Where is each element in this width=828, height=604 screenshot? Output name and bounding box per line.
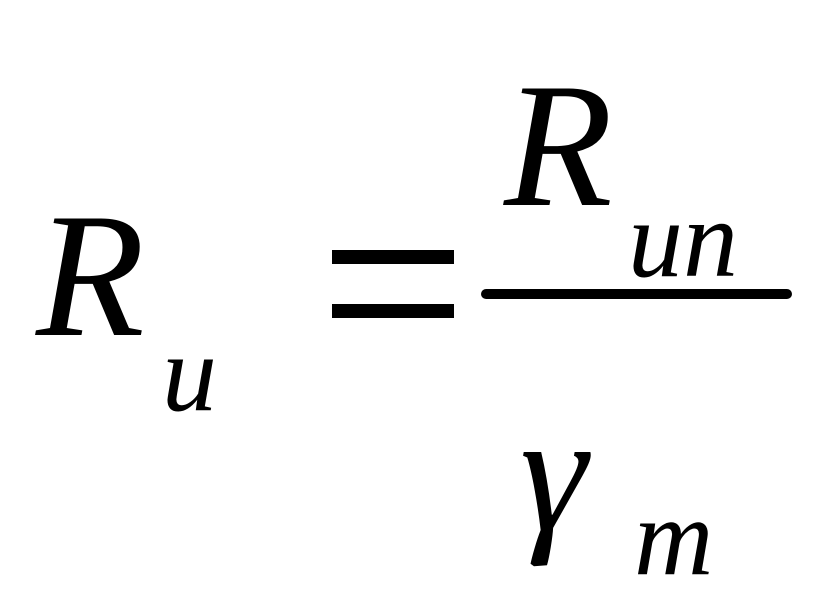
denominator-symbol: γ (520, 379, 587, 567)
numerator-subscript: un (628, 178, 738, 300)
equals-bar-top (332, 250, 454, 264)
equals-bar-bottom (332, 304, 454, 318)
lhs-subscript: u (162, 312, 217, 434)
fraction-bar (481, 289, 792, 299)
denominator-subscript: m (634, 476, 714, 598)
numerator-symbol: R (504, 46, 613, 244)
lhs-symbol: R (36, 176, 145, 374)
